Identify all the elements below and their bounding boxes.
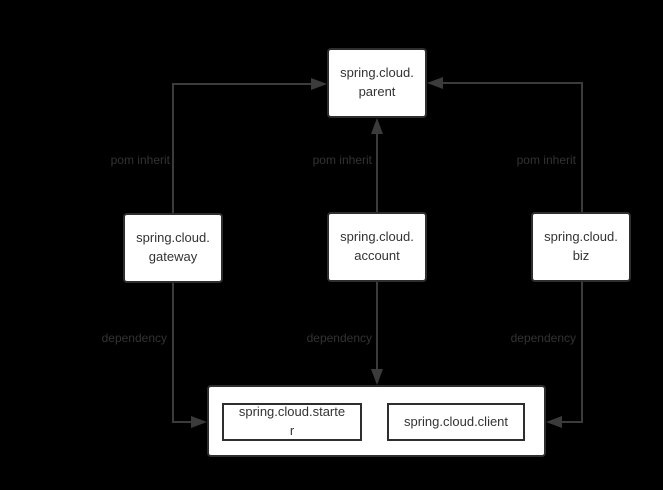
edge-label-pom-inherit-account: pom inherit bbox=[312, 153, 372, 167]
node-spring-cloud-parent: spring.cloud. parent bbox=[327, 48, 427, 118]
node-spring-cloud-starter: spring.cloud.starte r bbox=[222, 403, 362, 441]
arrowhead-account-to-parent bbox=[371, 118, 383, 134]
edge-gateway-to-parent-line bbox=[172, 83, 311, 213]
arrowhead-account-to-group bbox=[371, 369, 383, 385]
edge-label-pom-inherit-biz: pom inherit bbox=[516, 153, 576, 167]
edge-label-dependency-gateway: dependency bbox=[101, 331, 167, 345]
arrowhead-biz-to-group bbox=[546, 416, 562, 428]
arrowhead-gateway-to-parent bbox=[311, 78, 327, 90]
edge-label-dependency-account: dependency bbox=[306, 331, 372, 345]
edge-biz-to-parent-line bbox=[443, 82, 583, 212]
edge-gateway-to-group-line bbox=[172, 283, 191, 423]
arrowhead-biz-to-parent bbox=[427, 77, 443, 89]
edge-label-dependency-biz: dependency bbox=[510, 331, 576, 345]
node-spring-cloud-account: spring.cloud. account bbox=[327, 212, 427, 282]
node-spring-cloud-gateway: spring.cloud. gateway bbox=[123, 213, 223, 283]
node-spring-cloud-client: spring.cloud.client bbox=[387, 403, 525, 441]
arrowhead-gateway-to-group bbox=[191, 416, 207, 428]
edge-biz-to-group-line bbox=[562, 282, 583, 423]
node-spring-cloud-biz: spring.cloud. biz bbox=[531, 212, 631, 282]
edge-label-pom-inherit-gateway: pom inherit bbox=[110, 153, 170, 167]
